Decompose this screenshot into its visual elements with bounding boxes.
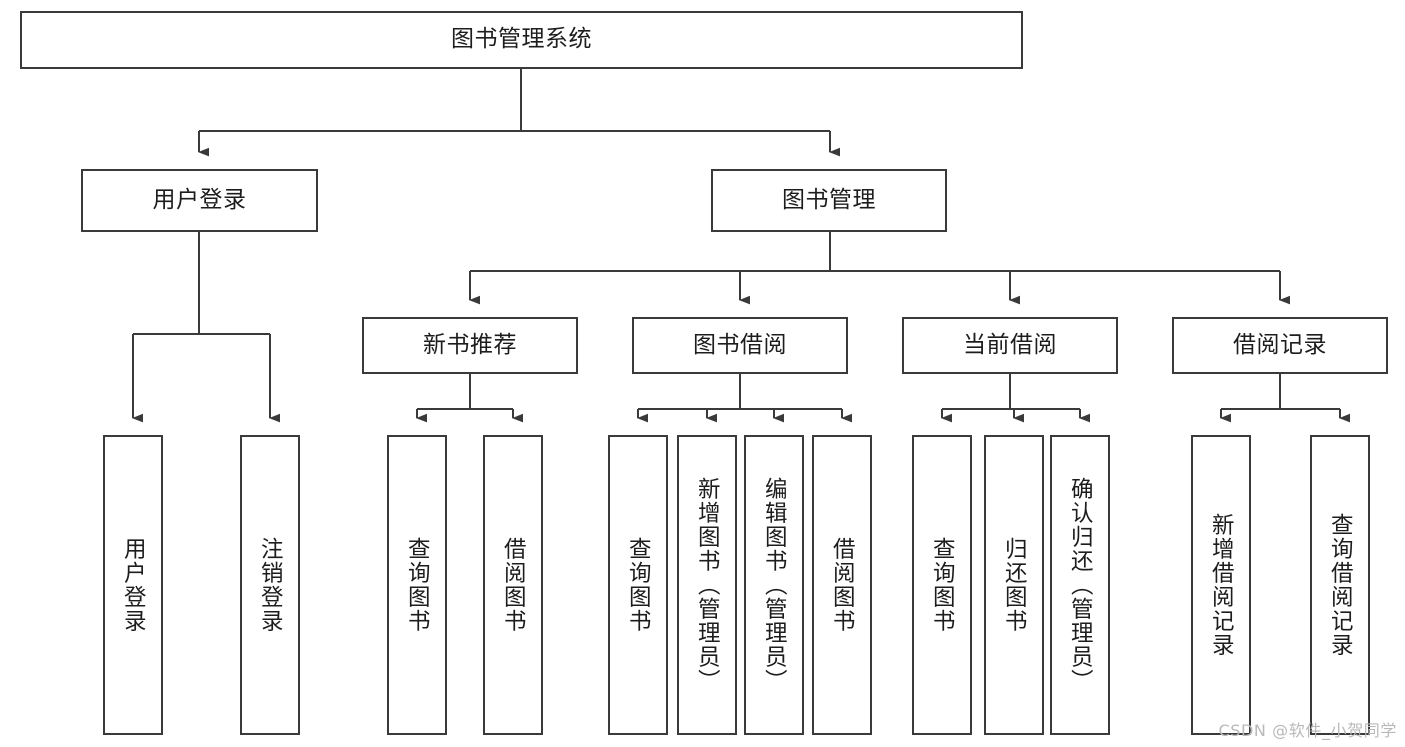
node-leaf-1: 用户登录 xyxy=(103,435,163,735)
node-leaf-5: 查询图书 xyxy=(608,435,668,735)
node-label: 用户登录 xyxy=(120,537,147,633)
node-label: 借阅记录 xyxy=(1233,331,1327,358)
node-label: 借阅图书 xyxy=(829,537,856,633)
node-root-1: 图书管理系统 xyxy=(20,11,1023,69)
node-label: 用户登录 xyxy=(152,186,247,213)
node-label: 当前借阅 xyxy=(963,331,1057,358)
node-label: 确认归还（管理员） xyxy=(1067,477,1094,693)
node-leaf-7: 编辑图书（管理员） xyxy=(744,435,804,735)
node-level2-1: 用户登录 xyxy=(81,169,318,232)
node-label: 查询图书 xyxy=(404,537,431,633)
node-label: 借阅图书 xyxy=(500,537,527,633)
node-label: 新增图书（管理员） xyxy=(694,477,721,693)
node-label: 查询图书 xyxy=(929,537,956,633)
node-leaf-4: 借阅图书 xyxy=(483,435,543,735)
node-label: 新书推荐 xyxy=(423,331,517,358)
node-label: 图书管理系统 xyxy=(451,26,592,53)
node-leaf-12: 新增借阅记录 xyxy=(1191,435,1251,735)
node-leaf-2: 注销登录 xyxy=(240,435,300,735)
node-level3-2: 图书借阅 xyxy=(632,317,848,374)
node-leaf-3: 查询图书 xyxy=(387,435,447,735)
node-label: 新增借阅记录 xyxy=(1208,513,1235,657)
node-level2-2: 图书管理 xyxy=(711,169,947,232)
node-leaf-6: 新增图书（管理员） xyxy=(677,435,737,735)
node-level3-3: 当前借阅 xyxy=(902,317,1118,374)
node-label: 注销登录 xyxy=(257,537,284,633)
node-leaf-9: 查询图书 xyxy=(912,435,972,735)
node-label: 查询借阅记录 xyxy=(1327,513,1354,657)
node-leaf-10: 归还图书 xyxy=(984,435,1044,735)
node-leaf-13: 查询借阅记录 xyxy=(1310,435,1370,735)
node-label: 归还图书 xyxy=(1001,537,1028,633)
node-label: 编辑图书（管理员） xyxy=(761,477,788,693)
node-label: 查询图书 xyxy=(625,537,652,633)
node-leaf-8: 借阅图书 xyxy=(812,435,872,735)
node-leaf-11: 确认归还（管理员） xyxy=(1050,435,1110,735)
node-label: 图书管理 xyxy=(782,186,876,213)
node-level3-1: 新书推荐 xyxy=(362,317,578,374)
node-label: 图书借阅 xyxy=(693,331,787,358)
node-level3-4: 借阅记录 xyxy=(1172,317,1388,374)
